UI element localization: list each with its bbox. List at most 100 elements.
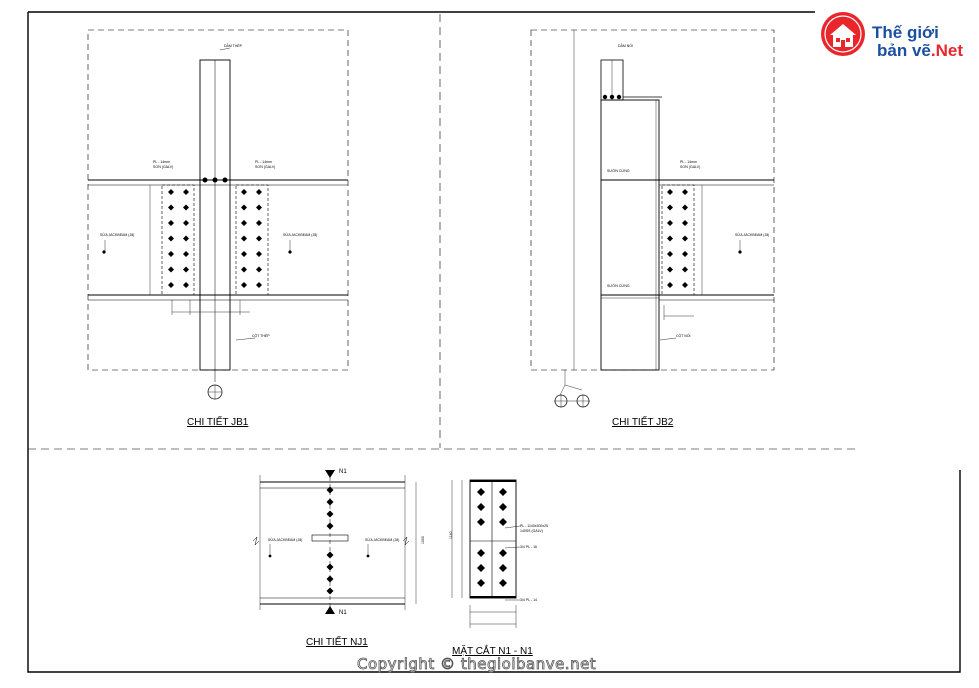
svg-text:PL - 1140x300x25: PL - 1140x300x25: [520, 524, 548, 528]
bolt-symbol: [499, 503, 507, 511]
svg-text:bản vẽ.Net: bản vẽ.Net: [877, 41, 963, 60]
svg-text:1140: 1140: [449, 531, 453, 539]
bolt-column-jb2: [667, 189, 688, 288]
bolt-symbol: [168, 282, 174, 288]
bolt-symbol: [241, 251, 247, 257]
detail-nj1: [252, 470, 417, 616]
svg-text:DẦM NỐI: DẦM NỐI: [618, 43, 633, 48]
svg-text:SỬA JACKBEAM (J8): SỬA JACKBEAM (J8): [283, 232, 317, 237]
bolt-symbol: [241, 266, 247, 273]
bolt-symbol: [477, 488, 485, 496]
bolt-symbol: [241, 282, 247, 288]
copyright-watermark: Copyright © thegioibanve.net: [357, 655, 596, 673]
bolt-symbol: [326, 587, 334, 595]
bolt-symbol: [477, 579, 485, 587]
svg-text:3/4 PL - 14: 3/4 PL - 14: [520, 598, 537, 602]
section-labels: PL - 1140x300x25 140SS (GALV) 3/4 PL - 1…: [449, 524, 548, 602]
bolt-symbol: [499, 488, 507, 496]
thegioibanve-logo: Thế giới bản vẽ.Net: [821, 12, 963, 60]
svg-text:SỬA JACKBEAM (J8): SỬA JACKBEAM (J8): [268, 537, 302, 542]
bolt-symbol: [168, 189, 174, 195]
caption-jb1: CHI TIẾT JB1: [187, 415, 249, 428]
bolt-symbol: [499, 564, 507, 572]
bolt-symbol: [256, 266, 262, 273]
bolt-column-left: [168, 189, 189, 288]
svg-text:Thế giới: Thế giới: [872, 23, 939, 42]
bolt-symbol: [682, 282, 688, 288]
bolt-symbol: [326, 486, 334, 494]
bolt-symbol: [326, 510, 334, 518]
bolt-symbol: [241, 189, 247, 195]
detail-jb2: [530, 29, 775, 408]
bolt-symbol: [183, 251, 189, 257]
bolt-symbol: [477, 549, 485, 557]
sheet-border: [27, 11, 961, 673]
svg-text:SƠN (GALV): SƠN (GALV): [153, 165, 173, 169]
bolt-symbol: [667, 282, 673, 288]
bolt-symbol: [667, 235, 673, 242]
jb1-tiny-labels: DẦM THÉP PL - 14mm SƠN (GALV) PL - 14mm …: [100, 43, 317, 338]
caption-nj1: CHI TIẾT NJ1: [306, 635, 368, 648]
svg-text:SƠN (GALV): SƠN (GALV): [680, 165, 700, 169]
svg-text:SƯỜN CỨNG: SƯỜN CỨNG: [607, 283, 630, 288]
bolt-symbol: [183, 235, 189, 242]
jb2-top-bolts: [602, 94, 742, 254]
bolt-symbol: [477, 503, 485, 511]
jb1-bolts: [102, 177, 292, 254]
svg-text:CỘT THÉP: CỘT THÉP: [252, 333, 270, 338]
nj1-labels: N1 N1 SỬA JACKBEAM (J8) SỬA JACKBEAM (J8…: [268, 469, 425, 616]
svg-text:PL - 14mm: PL - 14mm: [255, 160, 272, 164]
bolt-symbol: [326, 498, 334, 506]
svg-text:DẦM THÉP: DẦM THÉP: [224, 43, 243, 48]
bolt-symbol: [667, 220, 673, 226]
bolt-symbol: [326, 575, 334, 583]
jb2-tiny-labels: DẦM NỐI SƯỜN CỨNG PL - 14mm SƠN (GALV) S…: [607, 43, 769, 338]
svg-text:SỬA JACKBEAM (J8): SỬA JACKBEAM (J8): [100, 232, 134, 237]
svg-text:PL - 14mm: PL - 14mm: [680, 160, 697, 164]
caption-jb2: CHI TIẾT JB2: [612, 415, 674, 428]
svg-text:1000: 1000: [421, 536, 425, 544]
nj1-section-arrows: [268, 470, 370, 614]
svg-text:SƯỜN CỨNG: SƯỜN CỨNG: [607, 168, 630, 173]
bolt-symbol: [667, 251, 673, 257]
bolt-column-right: [241, 189, 262, 288]
bolt-symbol: [256, 235, 262, 242]
bolt-symbol: [183, 204, 189, 211]
bolt-symbol: [168, 220, 174, 226]
bolt-symbol: [168, 235, 174, 242]
bolt-symbol: [183, 282, 189, 288]
detail-jb1: [87, 29, 349, 400]
bolt-symbol: [477, 564, 485, 572]
bolt-symbol: [183, 266, 189, 273]
bolt-symbol: [682, 235, 688, 242]
svg-text:N1: N1: [339, 610, 347, 616]
svg-text:140SS (GALV): 140SS (GALV): [520, 529, 543, 533]
bolt-symbol: [183, 189, 189, 195]
bolt-symbol: [682, 266, 688, 273]
bolt-symbol: [326, 522, 334, 530]
bolt-symbol: [168, 266, 174, 273]
caption-section-n1: MẶT CẮT N1 - N1: [452, 644, 533, 657]
bolt-symbol: [256, 282, 262, 288]
bolt-column-nj1: [326, 486, 334, 595]
bolt-symbol: [477, 518, 485, 526]
svg-text:SỬA JACKBEAM (J8): SỬA JACKBEAM (J8): [365, 537, 399, 542]
bolt-symbol: [499, 579, 507, 587]
svg-text:CỘT NỐI: CỘT NỐI: [676, 333, 691, 338]
svg-text:3/4 PL - 16: 3/4 PL - 16: [520, 545, 537, 549]
bolt-symbol: [682, 189, 688, 195]
bolt-symbol: [682, 220, 688, 226]
bolt-symbol: [499, 549, 507, 557]
svg-text:SỬA JACKBEAM (J8): SỬA JACKBEAM (J8): [735, 232, 769, 237]
svg-text:PL - 14mm: PL - 14mm: [153, 160, 170, 164]
bolt-symbol: [256, 204, 262, 211]
bolt-symbol: [241, 204, 247, 211]
bolt-symbol: [326, 551, 334, 559]
bolt-symbol: [241, 220, 247, 226]
svg-text:SƠN (GALV): SƠN (GALV): [255, 165, 275, 169]
bolt-symbol: [682, 251, 688, 257]
bolt-symbol: [256, 189, 262, 195]
bolt-symbol: [168, 204, 174, 211]
bolt-symbol: [256, 220, 262, 226]
bolt-symbol: [168, 251, 174, 257]
